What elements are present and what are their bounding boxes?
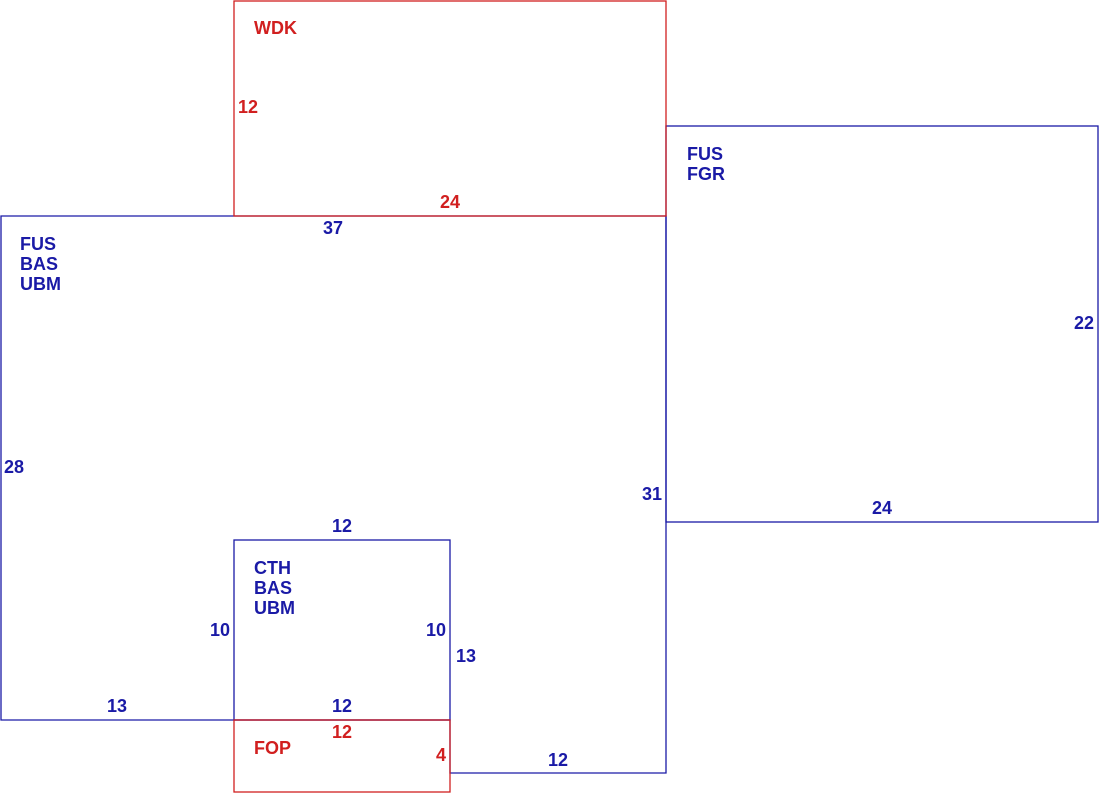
fgr-right-dimension: 22 [1074, 313, 1094, 333]
wdk-code-label: WDK [254, 18, 297, 38]
main-code-label-3: UBM [20, 274, 61, 294]
fgr-bottom-dimension: 24 [872, 498, 892, 518]
main-bottom-left-dimension: 13 [107, 696, 127, 716]
wdk-bottom-dimension: 24 [440, 192, 460, 212]
main-bottom-right-dimension: 12 [548, 750, 568, 770]
fop-right-dimension: 4 [436, 745, 446, 765]
wdk-area-outline [233, 0, 667, 217]
fop-top-dimension: 12 [332, 722, 352, 742]
fop-area-outline [233, 719, 451, 793]
cth-bottom-dimension: 12 [332, 696, 352, 716]
main-area-outline [0, 215, 667, 774]
cth-left-dimension: 10 [210, 620, 230, 640]
main-code-label-1: FUS [20, 234, 56, 254]
main-code-label-2: BAS [20, 254, 58, 274]
main-left-dimension: 28 [4, 457, 24, 477]
cth-top-dimension: 12 [332, 516, 352, 536]
main-notch-side-dimension: 13 [456, 646, 476, 666]
main-top-dimension: 37 [323, 218, 343, 238]
cth-right-dimension: 10 [426, 620, 446, 640]
fgr-area-outline [665, 125, 1099, 523]
wdk-left-dimension: 12 [238, 97, 258, 117]
cth-code-label-1: CTH [254, 558, 291, 578]
cth-code-label-2: BAS [254, 578, 292, 598]
fop-code-label: FOP [254, 738, 291, 758]
cth-code-label-3: UBM [254, 598, 295, 618]
fgr-code-label-2: FGR [687, 164, 725, 184]
main-right-dimension: 31 [642, 484, 662, 504]
fgr-code-label-1: FUS [687, 144, 723, 164]
